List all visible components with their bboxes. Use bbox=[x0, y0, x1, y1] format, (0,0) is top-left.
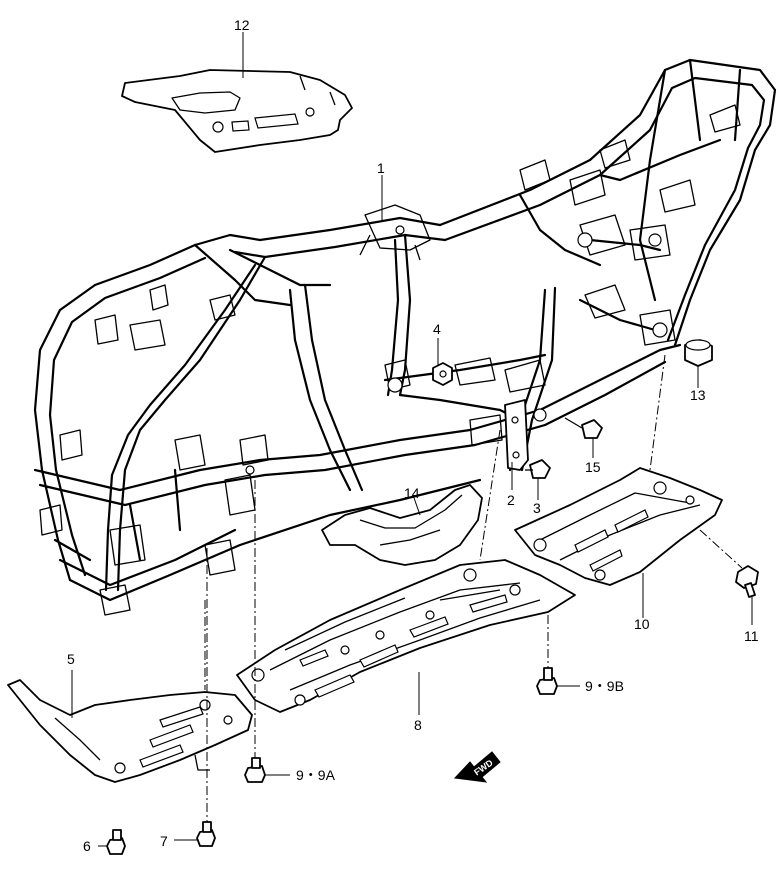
callout-12: 12 bbox=[234, 17, 250, 33]
part-11-bolt bbox=[735, 565, 759, 598]
callout-11: 11 bbox=[744, 628, 759, 644]
part-13-bushing bbox=[684, 339, 713, 367]
part-6-bolt bbox=[106, 829, 126, 855]
part-3-bolt bbox=[525, 459, 551, 479]
part-8-center-skid-plate bbox=[236, 559, 576, 713]
part-12-cover-plate bbox=[121, 69, 353, 153]
forward-arrow-icon: FWD bbox=[453, 751, 501, 783]
part-9-bolt-front bbox=[244, 757, 266, 783]
callout-13: 13 bbox=[690, 387, 706, 403]
part-1-main-frame bbox=[33, 58, 777, 616]
callout-7: 7 bbox=[160, 833, 168, 849]
assembly-lines bbox=[204, 354, 743, 822]
callout-labels: 12 1 4 13 15 14 2 3 10 11 5 9・9B 8 9・9A … bbox=[67, 17, 759, 854]
callout-1: 1 bbox=[377, 160, 385, 176]
callout-9-9a: 9・9A bbox=[296, 767, 336, 783]
part-2-bracket bbox=[504, 399, 529, 471]
callout-10: 10 bbox=[634, 616, 650, 632]
leader-lines bbox=[71, 32, 753, 847]
part-5-front-skid-plate bbox=[7, 679, 253, 783]
callout-4: 4 bbox=[433, 321, 441, 337]
callout-15: 15 bbox=[585, 459, 601, 475]
callout-5: 5 bbox=[67, 651, 75, 667]
part-10-rear-skid-plate bbox=[514, 467, 723, 586]
callout-6: 6 bbox=[83, 838, 91, 854]
part-7-bolt bbox=[196, 821, 216, 847]
callout-3: 3 bbox=[533, 500, 541, 516]
part-9-bolt-rear bbox=[536, 667, 558, 695]
part-4-nut bbox=[432, 362, 453, 386]
callout-9-9b: 9・9B bbox=[585, 678, 624, 694]
callout-14: 14 bbox=[404, 485, 420, 501]
part-15-bolt bbox=[564, 417, 603, 439]
part-14-heat-shield bbox=[321, 484, 483, 566]
callout-2: 2 bbox=[507, 492, 515, 508]
callout-8: 8 bbox=[414, 717, 422, 733]
